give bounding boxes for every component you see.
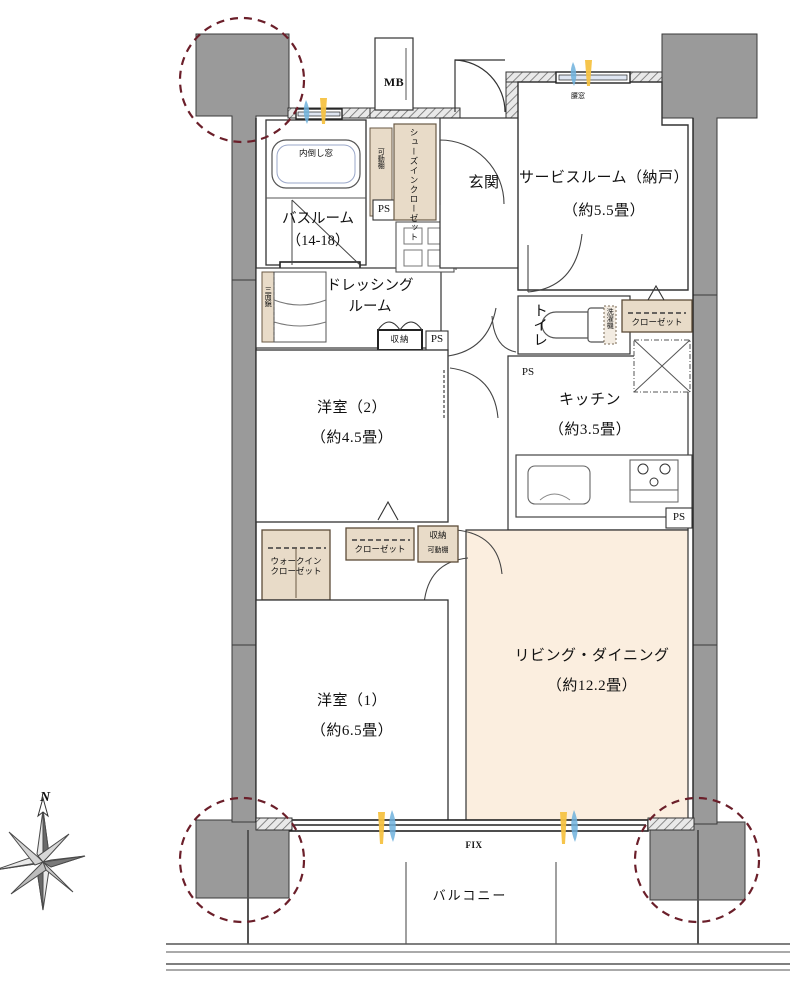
mirror-label: 三面鏡 bbox=[264, 286, 273, 307]
mb-label: MB bbox=[383, 75, 405, 89]
room-label-bedroom2: 洋室（2） bbox=[316, 400, 388, 416]
room-size-living-dining: （約12.2畳） bbox=[546, 678, 638, 694]
compass-rose bbox=[0, 796, 86, 911]
room-size-bedroom2: （約4.5畳） bbox=[310, 430, 394, 446]
ps-label-2: PS bbox=[430, 333, 444, 345]
bedroom1-area bbox=[255, 599, 449, 823]
room-label-toilet: トイレ bbox=[531, 303, 548, 347]
room-label-bedroom1: 洋室（1） bbox=[316, 693, 388, 709]
walk-in-closet-label: ウォークインクローゼット bbox=[270, 556, 322, 577]
room-label-bathroom: バスルーム bbox=[281, 211, 355, 227]
balcony-rail bbox=[166, 943, 790, 971]
room-size-bedroom1: （約6.5畳） bbox=[310, 723, 394, 739]
room-label-dressing-room: ドレッシング bbox=[326, 278, 414, 294]
ps-label-3: PS bbox=[521, 366, 535, 378]
storage-label-dressing: 収納 bbox=[390, 334, 410, 344]
interior-door-swings bbox=[423, 307, 503, 605]
ps-label-1: PS bbox=[377, 203, 391, 215]
shoe-in-closet-label: シューズインクローゼット bbox=[409, 128, 420, 242]
room-label-kitchen: キッチン bbox=[558, 392, 622, 408]
room-size-service-room: （約5.5畳） bbox=[562, 203, 646, 219]
balcony-label: バルコニー bbox=[432, 888, 508, 903]
room-size-kitchen: （約3.5畳） bbox=[548, 422, 632, 438]
movable-shelf-label-shoe: 可動棚 bbox=[377, 148, 386, 169]
storage-label-living: 収納 bbox=[429, 530, 447, 540]
toilet-area bbox=[491, 295, 631, 387]
kitchen-area bbox=[507, 284, 693, 531]
closet-label-kitchen: クローゼット bbox=[631, 317, 683, 327]
room-label-service-room: サービスルーム（納戸） bbox=[518, 170, 690, 186]
movable-shelf-label-living: 可動棚 bbox=[427, 546, 449, 554]
room-label-entrance: 玄関 bbox=[468, 175, 500, 191]
bedroom2-area bbox=[255, 349, 449, 523]
entrance-door-swing bbox=[454, 59, 506, 113]
closet-label-bedroom1: クローゼット bbox=[354, 544, 406, 554]
pillar-highlight-circles bbox=[178, 16, 761, 924]
bath-window-label: 内倒し窓 bbox=[298, 148, 334, 158]
bathroom-area bbox=[265, 98, 367, 270]
ps-label-4: PS bbox=[672, 511, 686, 523]
mb-meter-box bbox=[374, 37, 414, 111]
service-room-area bbox=[517, 60, 689, 293]
washer-label: 洗濯機 bbox=[606, 308, 615, 329]
fix-window-label: FIX bbox=[465, 840, 483, 850]
room-label-living-dining: リビング・ダイニング bbox=[514, 648, 670, 664]
entrance-area bbox=[439, 117, 521, 269]
dressing-room-area bbox=[255, 267, 449, 351]
compass-north-label: N bbox=[40, 790, 51, 805]
bottom-window-wall bbox=[247, 810, 699, 944]
living-dining-area bbox=[465, 529, 689, 823]
room-label-dressing-room-2: ルーム bbox=[348, 299, 392, 315]
room-size-bathroom: （14-18） bbox=[286, 233, 350, 249]
structural-walls bbox=[195, 33, 758, 901]
service-window-label: 腰窓 bbox=[571, 92, 585, 100]
